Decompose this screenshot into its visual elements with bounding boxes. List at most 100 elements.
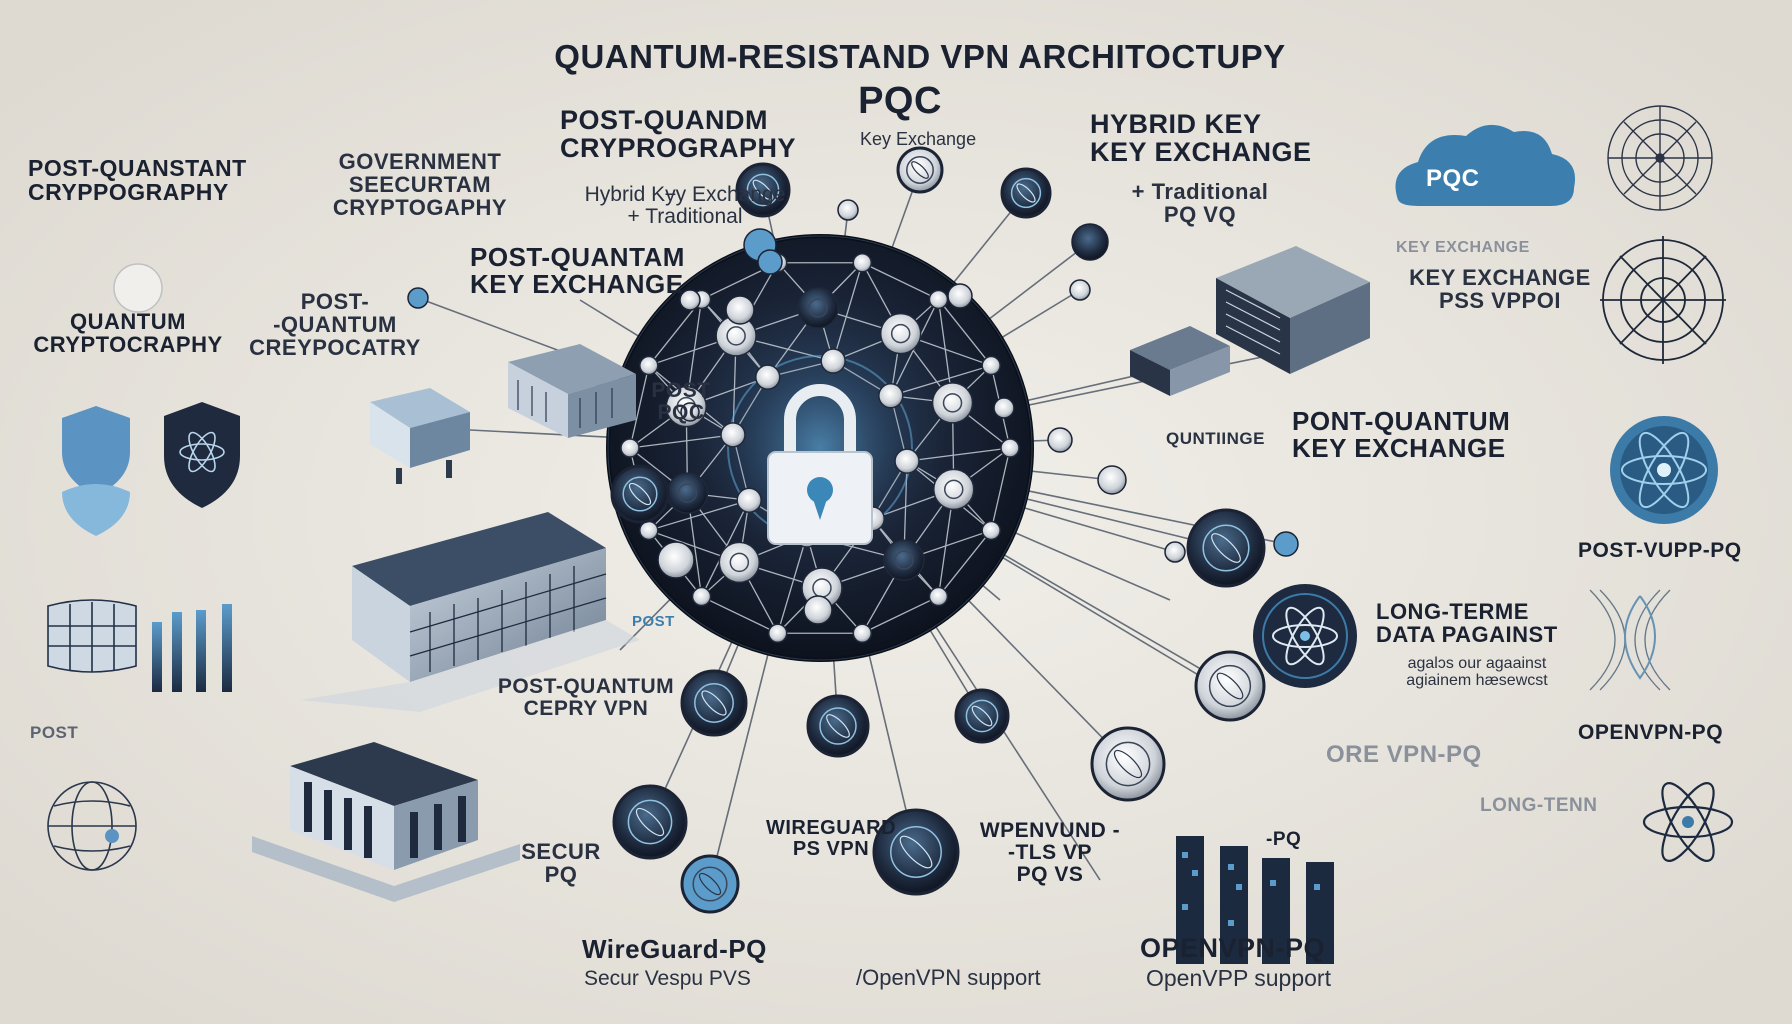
label-post-blue: POST [632,613,675,630]
label-wireguard: WIREGUARD PS VPN [765,817,897,860]
label-hybrid-key-traditional: Hybrid Kɏy Exchange + Traditional [584,183,786,229]
bar-chart-icon [152,604,232,692]
circle-node-icon [1186,508,1266,588]
mesh-node [852,253,873,273]
mesh-node [736,487,762,513]
globe-icon [47,781,137,871]
mesh-node [852,623,873,643]
government-building-icon [300,512,640,712]
circle-node-icon [1000,167,1052,219]
label-secur-vespu: Secur Vespu PVS [584,967,751,990]
atom-globe-icon [1610,416,1718,524]
bar-chart-bottom-icon [1176,836,1334,964]
mesh-node [928,289,949,310]
label-long-tenn: LONG-TENN [1480,795,1598,816]
radar-grid-icon [1600,236,1726,364]
mesh-node [767,623,788,643]
circle-node-icon [610,464,670,524]
label-post-quantam-key: POST-QUANTAM KEY EXCHANGE [470,242,685,300]
circle-node-icon [1090,726,1166,802]
mesh-node [931,382,974,424]
mesh-node [639,520,659,541]
label-quntiinge: QUNTIINGE [1166,429,1265,448]
label-traditional-pq: + Traditional PQ VQ [1131,179,1269,228]
circle-node-icon [679,289,701,311]
atom-icon [1642,782,1734,862]
circle-node-icon [1097,465,1127,495]
label-openvpn-pq-right: OPENVPN-PQ [1578,721,1724,744]
mesh-node [755,364,781,390]
circle-node-icon [680,854,740,914]
radar-icon [1607,105,1713,211]
label-quantum-cryptography: QUANTUM CRYPTOCRAPHY [33,309,223,358]
cloud-icon [1395,124,1576,206]
mesh-node [666,472,709,514]
lock-icon [767,384,873,545]
circle-node-icon [1164,541,1186,563]
mesh-node [928,586,949,607]
mesh-node [894,448,920,474]
label-pqc-key-exchange: Key Exchange [860,129,977,149]
server-icon [1130,246,1370,396]
label-openvpn-support: /OpenVPN support [856,965,1041,990]
shield-icon [62,406,130,536]
circle-node-icon [954,688,1010,744]
label-ore-vpn-pq: ORE VPN-PQ [1326,741,1482,768]
label-post-left: POST [30,723,79,742]
page-title: QUANTUM-RESISTAND VPN ARCHITOCTUPY [554,38,1286,75]
mesh-node [718,541,761,584]
mesh-node [1000,438,1020,458]
circle-node-icon [837,199,859,221]
mesh-node [981,520,1001,541]
data-center-icon [370,388,470,484]
label-government-secure: GOVERNMENT SEECURTAM CRYPTOGAPHY [332,149,508,221]
circle-node-icon [735,162,791,218]
circle-node-icon [806,694,870,758]
circle-node-icon [1194,650,1266,722]
circle-node-icon [803,595,833,625]
mesh-node [720,422,746,448]
circle-node-icon [993,397,1015,419]
globe-wire-icon [47,599,137,673]
label-post-vupp-pq: POST-VUPP-PQ [1578,539,1742,562]
label-post-quantum-vpn: POST-QUANTUM CEPRY VPN [497,675,675,721]
mesh-node [883,539,925,581]
atom-badge-icon [1253,584,1357,688]
mesh-node [639,355,659,376]
circle-node-icon [407,287,429,309]
circle-node-icon [872,808,960,896]
label-post-quandm: POST-QUANDM CRYPROGRAPHY [560,105,797,164]
mesh-node [620,438,640,458]
building-icon [508,344,636,438]
circle-node-icon [725,295,755,325]
mesh-node [820,348,846,374]
label-hybrid-key: HYBRID KEY KEY EXCHANGE [1090,109,1312,168]
mesh-node [932,468,975,511]
label-post-pqc: POST PQC [651,379,711,425]
mesh-node [879,312,922,355]
circle-node-icon [1273,531,1299,557]
circle-node-icon [1047,427,1073,453]
circle-node-icon [680,669,748,737]
crystal-ball-icon [113,263,163,313]
label-faint-top-right: KEY EXCHANGE [1396,239,1530,256]
label-wireguard-pq: WireGuard-PQ [582,934,767,964]
label-openvpn-pq-bottom: OPENVPN-PQ [1140,933,1326,963]
dna-wave-icon [1589,589,1671,691]
label-openvpp-support: OpenVPP support [1146,965,1331,991]
circle-node-icon [1071,223,1109,261]
cloud-pqc-label: PQC [1426,165,1480,192]
circle-node-icon [612,784,688,860]
label-long-terme: LONG-TERME DATA PAGAINST [1376,599,1558,648]
circle-node-icon [657,541,695,579]
circle-node-icon [757,249,783,275]
label-post-quantum-crey: POST- -QUANTUM CREYPOCATRY [249,289,421,361]
mesh-node [878,383,904,409]
circle-node-icon [896,146,944,194]
label-wpenvund: WPENVUND - -TLS VP PQ VS [979,819,1121,887]
label-post-quanstant: POST-QUANSTANT CRYPPOGRAPHY [28,155,247,206]
atom-shield-icon [164,402,240,508]
courthouse-icon [252,742,520,902]
circle-node-icon [1069,279,1091,301]
circle-node-icon [680,402,700,422]
